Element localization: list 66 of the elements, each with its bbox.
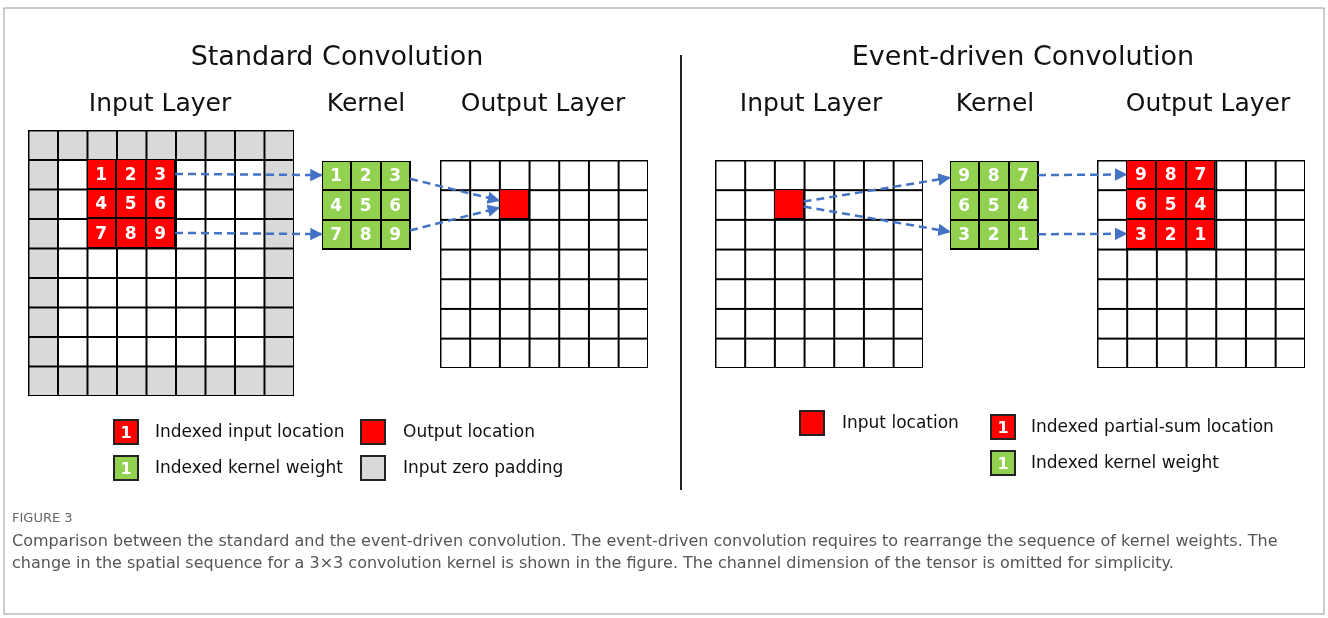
legend-text: Input zero padding [403, 457, 564, 477]
kernel-weight-cell: 7 [321, 219, 351, 249]
grid-heading: Kernel [955, 88, 1035, 117]
kernel-weight-cell: 1 [321, 160, 351, 190]
grid-heading: Input Layer [88, 88, 232, 117]
input-cell: 2 [116, 159, 146, 189]
legend-swatch: 1 [990, 414, 1016, 440]
partial-sum-cell: 9 [1126, 159, 1156, 190]
partial-sum-cell: 8 [1155, 159, 1186, 190]
input-cell: 7 [86, 218, 116, 248]
kernel-weight-cell: 5 [351, 190, 381, 220]
input-cell: 8 [116, 218, 146, 248]
arrow [409, 204, 501, 232]
arrow [409, 177, 501, 204]
kernel-weight-cell: 8 [979, 160, 1009, 190]
grid-heading: Input Layer [739, 88, 883, 117]
arrow [1038, 227, 1128, 241]
kernel-weight-cell: 9 [949, 160, 979, 190]
grid-heading: Kernel [326, 88, 406, 117]
input-cell: 1 [86, 159, 116, 189]
partial-sum-cell: 6 [1126, 189, 1156, 219]
input-cell: 3 [145, 159, 175, 189]
grid-heading: Output Layer [1125, 88, 1291, 117]
figure-number: FIGURE 3 [12, 510, 73, 525]
legend-swatch: 1 [113, 419, 139, 445]
output-grid [440, 160, 648, 368]
kernel-weight-cell: 3 [949, 219, 979, 249]
input-cell: 9 [145, 218, 175, 248]
partial-sum-cell: 5 [1155, 189, 1186, 219]
kernel-weight-cell: 2 [351, 160, 381, 190]
partial-sum-cell: 4 [1185, 189, 1216, 219]
kernel-weight-cell: 4 [321, 190, 351, 220]
panel-title: Standard Convolution [190, 40, 484, 71]
figure-caption: Comparison between the standard and the event-driven convolution. The event-driven convolution requires to rearrange the sequence of kernel weights. The change in the spatial sequence for a 3×3 convolution kernel is shown in the figure. The channel dimension of the tensor is omitted for simplicity. [12, 530, 1279, 574]
arrow [803, 173, 951, 203]
kernel-grid [950, 161, 1039, 250]
kernel-grid [322, 161, 411, 250]
legend-text: Indexed kernel weight [1031, 452, 1219, 472]
arrow [803, 205, 951, 236]
kernel-weight-cell: 6 [949, 190, 979, 220]
input-cell [773, 189, 804, 219]
arrow [1038, 168, 1128, 181]
input-grid [715, 160, 923, 368]
legend-swatch: 1 [990, 450, 1016, 476]
kernel-weight-cell: 3 [380, 160, 410, 190]
kernel-weight-cell: 5 [979, 190, 1009, 220]
partial-sum-cell: 3 [1126, 218, 1156, 249]
output-cell [498, 189, 529, 219]
kernel-weight-cell: 7 [1008, 160, 1038, 190]
kernel-weight-cell: 4 [1008, 190, 1038, 220]
kernel-weight-cell: 8 [351, 219, 381, 249]
input-cell: 4 [86, 188, 116, 218]
legend-text: Indexed kernel weight [155, 457, 343, 477]
legend-swatch: 1 [113, 455, 139, 481]
partial-sum-cell: 7 [1185, 159, 1216, 190]
legend-text: Indexed partial-sum location [1031, 416, 1274, 436]
output-grid [1097, 160, 1305, 368]
legend-text: Indexed input location [155, 421, 345, 441]
kernel-weight-cell: 2 [979, 219, 1009, 249]
input-grid [28, 130, 294, 396]
legend-text: Input location [842, 412, 959, 432]
kernel-weight-cell: 6 [380, 190, 410, 220]
grid-heading: Output Layer [460, 88, 626, 117]
panel-title: Event-driven Convolution [851, 40, 1195, 71]
input-cell: 5 [116, 188, 146, 218]
legend-text: Output location [403, 421, 535, 441]
